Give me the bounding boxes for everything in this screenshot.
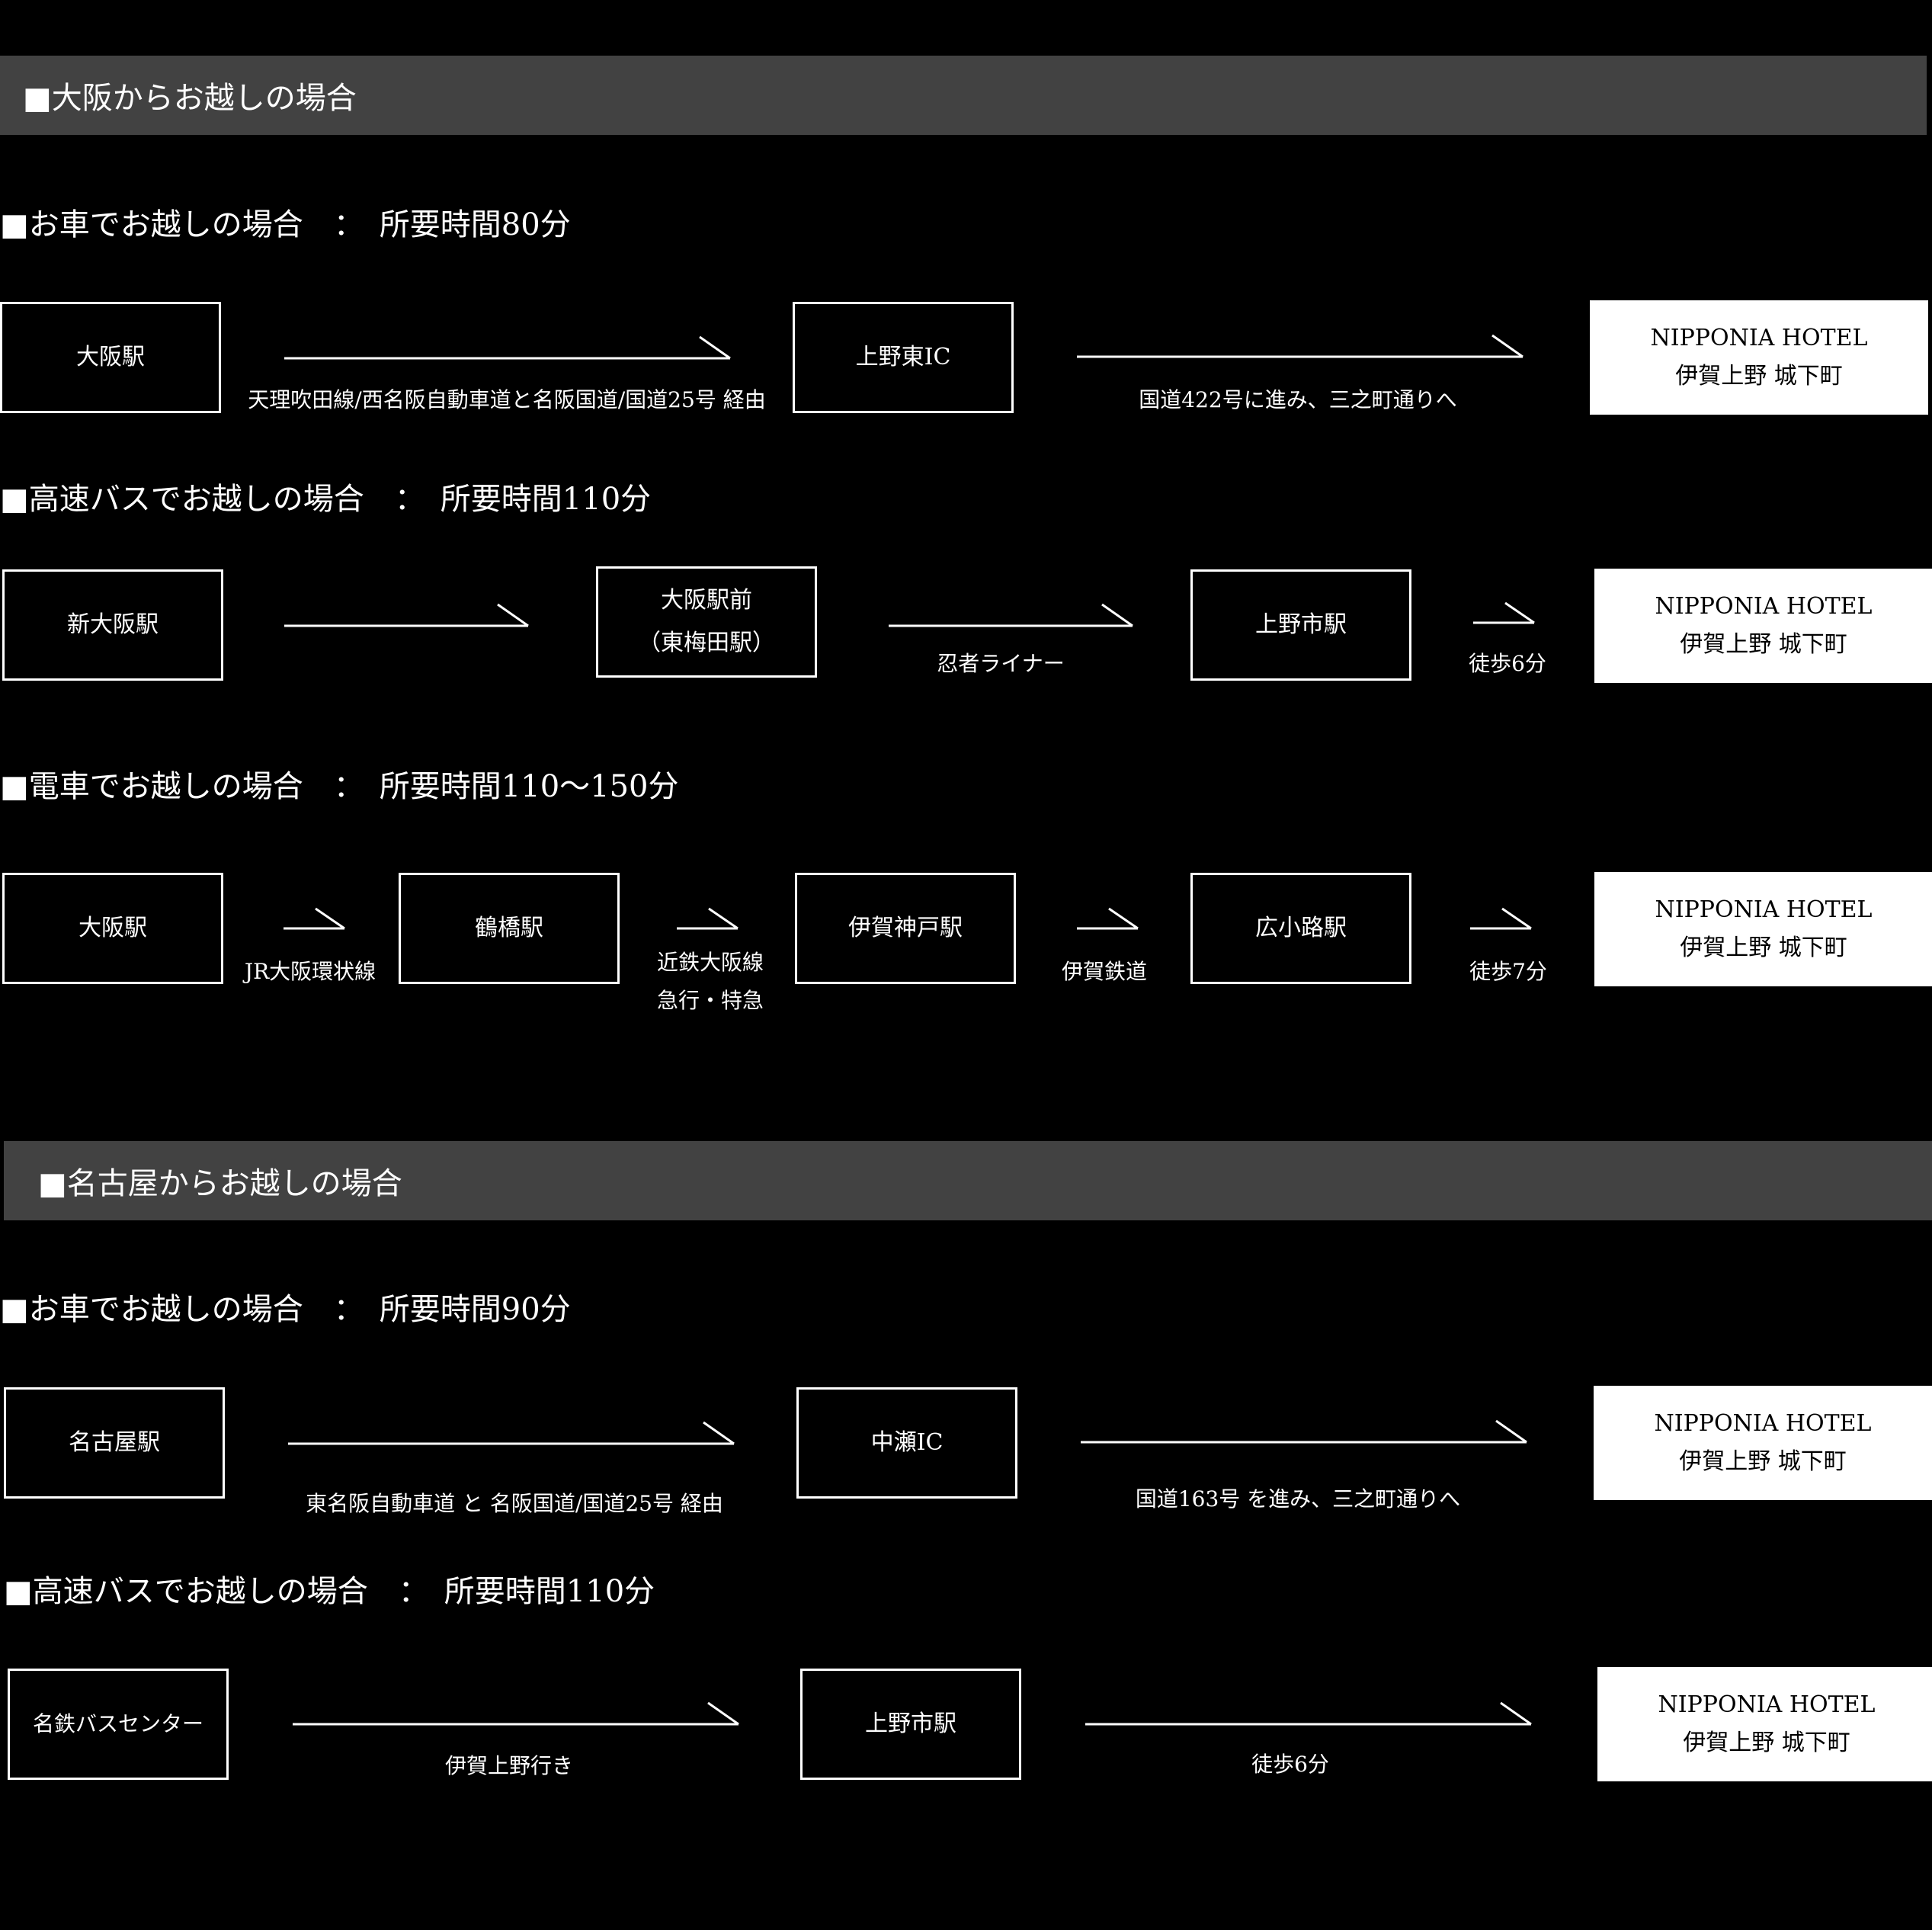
osaka-train-box-tsuruhashi: 鶴橋駅	[399, 873, 620, 984]
hotel-location: 伊賀上野 城下町	[1675, 363, 1843, 390]
station-label: 伊賀神戸駅	[848, 915, 963, 941]
nagoya-car-box-nakase-ic: 中瀬IC	[796, 1387, 1017, 1499]
station-label: 上野東IC	[855, 344, 951, 370]
hotel-box: NIPPONIA HOTEL 伊賀上野 城下町	[1594, 872, 1932, 986]
arrow-icon	[1470, 907, 1532, 930]
osaka-bus-heading: ■高速バスでお越しの場合 ： 所要時間110分	[0, 482, 652, 517]
hotel-box: NIPPONIA HOTEL 伊賀上野 城下町	[1594, 1386, 1932, 1500]
station-label: 名古屋駅	[69, 1429, 160, 1456]
hotel-name: NIPPONIA HOTEL	[1655, 896, 1873, 923]
arrow-icon	[288, 1421, 735, 1445]
osaka-section-title: ■大阪からお越しの場合	[23, 81, 357, 116]
station-label: 上野市駅	[1255, 611, 1347, 638]
station-label: 大阪駅前	[661, 587, 752, 614]
station-label: 大阪駅	[78, 915, 147, 941]
station-sublabel: （東梅田駅）	[638, 630, 775, 656]
osaka-car-box-ueno-higashi-ic: 上野東IC	[793, 302, 1014, 413]
nagoya-car-box-nagoya: 名古屋駅	[4, 1387, 225, 1499]
arrow-icon	[1081, 1419, 1527, 1444]
nagoya-bus-box-meitetsu-bus-center: 名鉄バスセンター	[8, 1669, 229, 1780]
osaka-train-heading: ■電車でお越しの場合 ： 所要時間110〜150分	[0, 769, 679, 804]
hotel-name: NIPPONIA HOTEL	[1650, 325, 1868, 351]
route-service-type: 急行・特急	[656, 988, 764, 1013]
osaka-section-banner: ■大阪からお越しの場合	[0, 56, 1927, 135]
hotel-box: NIPPONIA HOTEL 伊賀上野 城下町	[1590, 300, 1928, 415]
arrow-icon	[284, 335, 731, 360]
nagoya-bus-route-label: 伊賀上野行き	[444, 1753, 574, 1778]
arrow-icon	[677, 907, 739, 930]
hotel-location: 伊賀上野 城下町	[1680, 935, 1847, 961]
osaka-train-walk-label: 徒歩7分	[1469, 959, 1547, 984]
arrow-icon	[889, 603, 1133, 627]
osaka-train-box-hirokoji: 広小路駅	[1190, 873, 1411, 984]
arrow-icon	[1085, 1701, 1532, 1726]
hotel-name: NIPPONIA HOTEL	[1655, 593, 1873, 620]
osaka-bus-route-label-ninja-liner: 忍者ライナー	[937, 651, 1065, 676]
osaka-bus-box-shin-osaka: 新大阪駅	[2, 569, 223, 681]
nagoya-bus-walk-label: 徒歩6分	[1251, 1752, 1329, 1777]
hotel-name: NIPPONIA HOTEL	[1658, 1691, 1876, 1718]
station-label: 名鉄バスセンター	[32, 1711, 203, 1736]
station-label: 新大阪駅	[67, 611, 159, 638]
osaka-bus-walk-label: 徒歩6分	[1469, 651, 1546, 676]
osaka-bus-box-osaka-ekimae: 大阪駅前 （東梅田駅）	[596, 566, 817, 678]
nagoya-car-route-label-2: 国道163号 を進み、三之町通りへ	[1135, 1486, 1461, 1512]
osaka-train-box-iga-kambe: 伊賀神戸駅	[795, 873, 1016, 984]
nagoya-bus-box-uenoshi: 上野市駅	[800, 1669, 1021, 1780]
hotel-box: NIPPONIA HOTEL 伊賀上野 城下町	[1594, 569, 1932, 683]
hotel-location: 伊賀上野 城下町	[1679, 1448, 1847, 1475]
hotel-location: 伊賀上野 城下町	[1683, 1730, 1850, 1756]
osaka-car-box-osaka-station: 大阪駅	[0, 302, 221, 413]
osaka-train-box-osaka: 大阪駅	[2, 873, 223, 984]
station-label: 鶴橋駅	[475, 915, 543, 941]
osaka-car-heading: ■お車でお越しの場合 ： 所要時間80分	[0, 207, 571, 242]
station-label: 大阪駅	[76, 344, 145, 370]
nagoya-section-banner: ■名古屋からお越しの場合	[4, 1141, 1932, 1220]
nagoya-car-route-label-1: 東名阪自動車道 と 名阪国道/国道25号 経由	[306, 1491, 723, 1516]
station-label: 広小路駅	[1255, 915, 1347, 941]
route-line-name: 近鉄大阪線	[656, 950, 764, 975]
hotel-name: NIPPONIA HOTEL	[1654, 1410, 1872, 1437]
arrow-icon	[284, 603, 529, 627]
arrow-icon	[1077, 334, 1523, 358]
osaka-bus-box-uenoshi: 上野市駅	[1190, 569, 1411, 681]
osaka-train-route-label-kintetsu: 近鉄大阪線 急行・特急	[657, 944, 764, 1020]
nagoya-bus-heading: ■高速バスでお越しの場合 ： 所要時間110分	[4, 1574, 655, 1609]
arrow-icon	[284, 907, 345, 930]
station-label: 中瀬IC	[870, 1429, 944, 1456]
osaka-train-route-label-iga-railway: 伊賀鉄道	[1061, 959, 1148, 984]
arrow-icon	[1077, 907, 1139, 930]
hotel-box: NIPPONIA HOTEL 伊賀上野 城下町	[1597, 1667, 1932, 1781]
hotel-location: 伊賀上野 城下町	[1680, 631, 1847, 658]
osaka-train-route-label-jr: JR大阪環状線	[244, 959, 376, 984]
arrow-icon	[1473, 601, 1535, 624]
station-label: 上野市駅	[865, 1710, 956, 1737]
osaka-car-route-label-1: 天理吹田線/西名阪自動車道と名阪国道/国道25号 経由	[248, 387, 766, 412]
arrow-icon	[293, 1701, 739, 1726]
nagoya-section-title: ■名古屋からお越しの場合	[38, 1166, 402, 1201]
osaka-car-route-label-2: 国道422号に進み、三之町通りへ	[1139, 387, 1457, 412]
nagoya-car-heading: ■お車でお越しの場合 ： 所要時間90分	[0, 1292, 571, 1327]
